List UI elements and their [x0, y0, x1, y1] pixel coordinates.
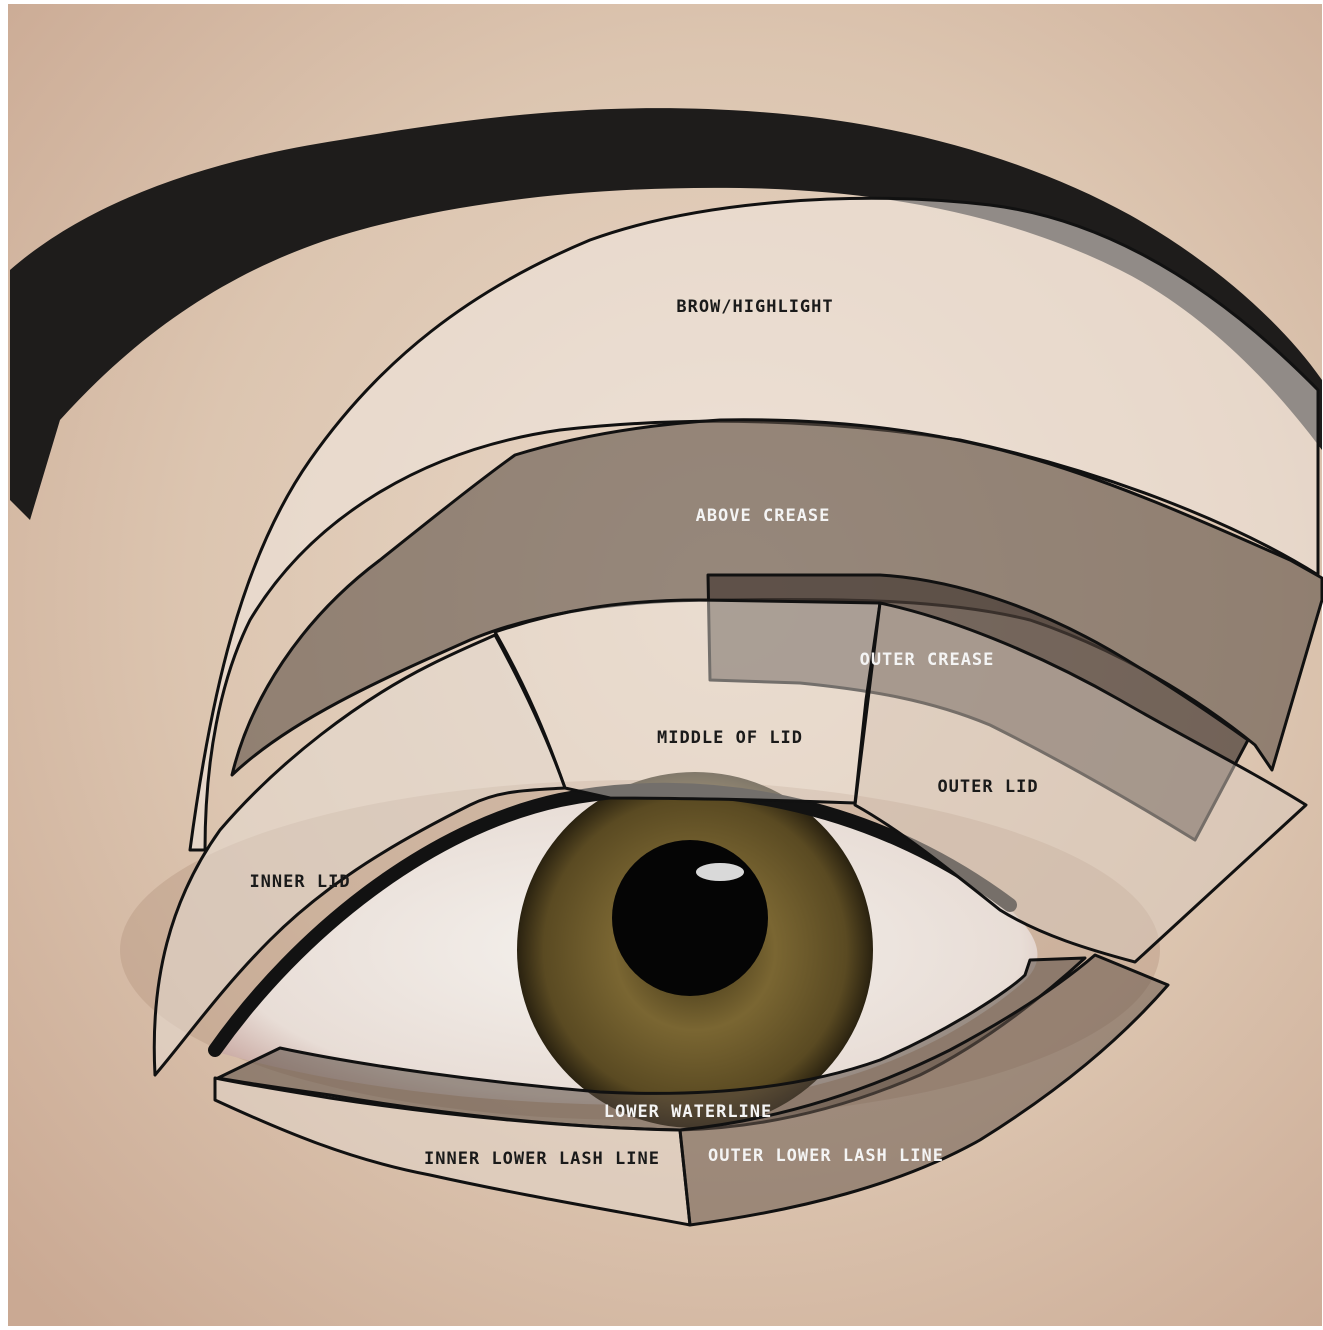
label-outer-lower-lash-line: OUTER LOWER LASH LINE [708, 1146, 944, 1166]
pupil [612, 840, 768, 996]
label-middle-of-lid: MIDDLE OF LID [657, 728, 803, 748]
label-above-crease: ABOVE CREASE [696, 506, 831, 526]
label-inner-lower-lash-line: INNER LOWER LASH LINE [424, 1149, 660, 1169]
label-inner-lid: INNER LID [249, 872, 350, 892]
label-outer-crease: OUTER CREASE [860, 650, 995, 670]
pupil-reflection [696, 863, 744, 881]
label-outer-lid: OUTER LID [937, 777, 1038, 797]
label-lower-waterline: LOWER WATERLINE [604, 1102, 773, 1122]
label-brow-highlight: BROW/HIGHLIGHT [676, 297, 833, 317]
